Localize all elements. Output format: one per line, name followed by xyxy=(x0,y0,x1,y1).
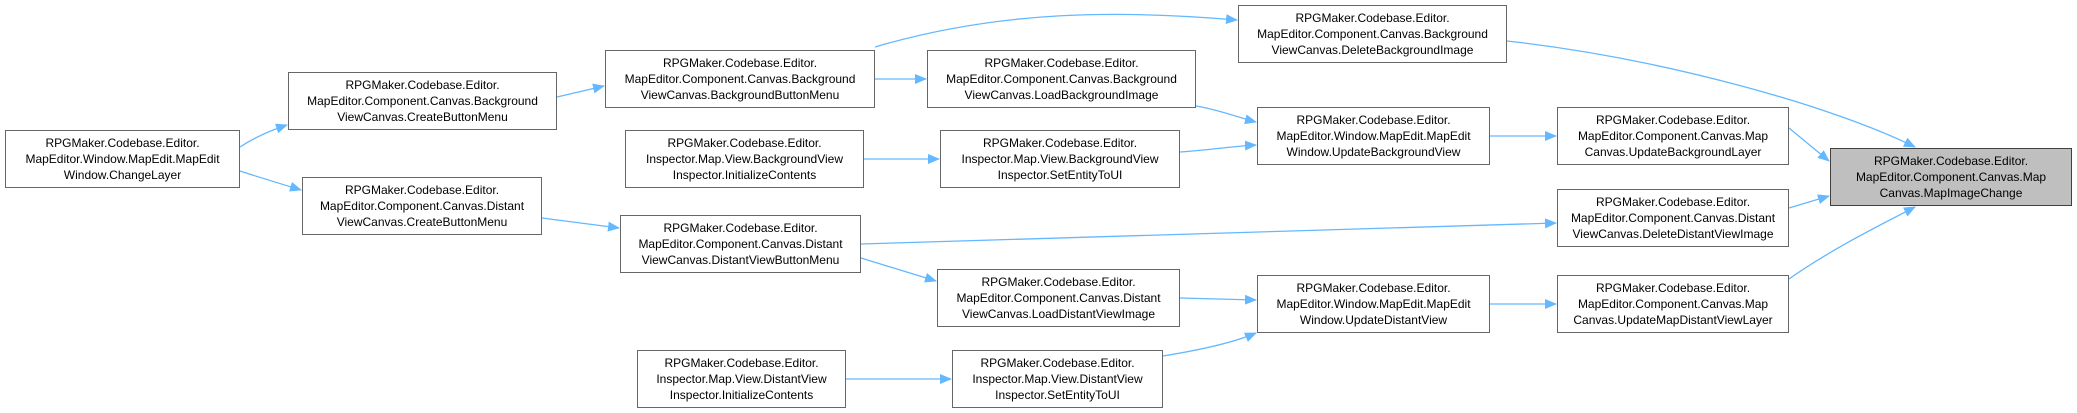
node-backgroundviewinspector-setentitytoui[interactable]: RPGMaker.Codebase.Editor. Inspector.Map.… xyxy=(940,130,1180,188)
node-line: Canvas.UpdateMapDistantViewLayer xyxy=(1573,313,1773,327)
node-line: RPGMaker.Codebase.Editor. xyxy=(1595,195,1751,209)
node-mapcanvas-mapimagechange[interactable]: RPGMaker.Codebase.Editor. MapEditor.Comp… xyxy=(1830,148,2072,206)
node-line: RPGMaker.Codebase.Editor. xyxy=(1595,113,1751,127)
node-line: Inspector.InitializeContents xyxy=(669,388,814,402)
node-line: RPGMaker.Codebase.Editor. xyxy=(982,136,1138,150)
node-distantviewcanvas-distantviewbuttonmenu[interactable]: RPGMaker.Codebase.Editor. MapEditor.Comp… xyxy=(620,215,861,273)
node-backgroundviewcanvas-createbuttonmenu[interactable]: RPGMaker.Codebase.Editor. MapEditor.Comp… xyxy=(288,72,557,130)
node-line: RPGMaker.Codebase.Editor. xyxy=(45,136,200,150)
node-line: MapEditor.Window.MapEdit.MapEdit xyxy=(1276,129,1471,143)
node-line: ViewCanvas.BackgroundButtonMenu xyxy=(640,88,840,102)
call-edge-arrow xyxy=(860,218,1557,245)
node-line: MapEditor.Component.Canvas.Distant xyxy=(956,291,1161,305)
node-line: Canvas.UpdateBackgroundLayer xyxy=(1584,145,1762,159)
node-line: ViewCanvas.CreateButtonMenu xyxy=(337,110,508,124)
node-backgroundviewcanvas-deletebackgroundimage[interactable]: RPGMaker.Codebase.Editor. MapEditor.Comp… xyxy=(1238,5,1507,63)
node-backgroundviewcanvas-backgroundbuttonmenu[interactable]: RPGMaker.Codebase.Editor. MapEditor.Comp… xyxy=(605,50,875,108)
node-line: RPGMaker.Codebase.Editor. xyxy=(1873,154,2029,168)
node-line: MapEditor.Component.Canvas.Background xyxy=(1257,27,1488,41)
node-line: MapEditor.Component.Canvas.Distant xyxy=(319,199,525,213)
node-line: Inspector.Map.View.BackgroundView xyxy=(645,152,843,166)
call-edge-arrow xyxy=(541,217,620,232)
node-line: RPGMaker.Codebase.Editor. xyxy=(344,183,500,197)
node-line: MapEditor.Component.Canvas.Map xyxy=(1577,297,1769,311)
node-line: MapEditor.Component.Canvas.Background xyxy=(624,72,856,86)
call-edge-arrow xyxy=(239,123,288,148)
node-line: Window.UpdateDistantView xyxy=(1299,313,1448,327)
call-edge-arrow xyxy=(239,170,302,192)
node-mapeditwindow-updatebackgroundview[interactable]: RPGMaker.Codebase.Editor. MapEditor.Wind… xyxy=(1257,107,1490,165)
call-edge-arrow xyxy=(1506,40,1916,148)
node-line: Inspector.InitializeContents xyxy=(672,168,817,182)
node-line: MapEditor.Component.Canvas.Background xyxy=(946,72,1177,86)
call-edge-arrow xyxy=(1162,332,1257,357)
node-line: RPGMaker.Codebase.Editor. xyxy=(980,356,1135,370)
call-edge-arrow xyxy=(1195,105,1257,125)
node-line: Inspector.Map.View.DistantView xyxy=(972,372,1143,386)
node-line: RPGMaker.Codebase.Editor. xyxy=(345,78,500,92)
node-distantviewcanvas-deletedistantviewimage[interactable]: RPGMaker.Codebase.Editor. MapEditor.Comp… xyxy=(1557,189,1789,247)
node-line: Window.ChangeLayer xyxy=(63,168,182,182)
node-line: Inspector.Map.View.BackgroundView xyxy=(961,152,1159,166)
node-line: MapEditor.Component.Canvas.Distant xyxy=(1570,211,1776,225)
node-mapcanvas-updatebackgroundlayer[interactable]: RPGMaker.Codebase.Editor. MapEditor.Comp… xyxy=(1557,107,1789,165)
node-line: ViewCanvas.DistantViewButtonMenu xyxy=(641,253,840,267)
node-distantviewinspector-setentitytoui[interactable]: RPGMaker.Codebase.Editor. Inspector.Map.… xyxy=(952,350,1163,408)
node-mapcanvas-updatemapdistantviewlayer[interactable]: RPGMaker.Codebase.Editor. MapEditor.Comp… xyxy=(1557,275,1789,333)
node-backgroundviewcanvas-loadbackgroundimage[interactable]: RPGMaker.Codebase.Editor. MapEditor.Comp… xyxy=(927,50,1196,108)
node-line: MapEditor.Component.Canvas.Map xyxy=(1577,129,1769,143)
node-line: RPGMaker.Codebase.Editor. xyxy=(662,56,818,70)
node-distantviewcanvas-createbuttonmenu[interactable]: RPGMaker.Codebase.Editor. MapEditor.Comp… xyxy=(302,177,542,235)
node-line: Canvas.MapImageChange xyxy=(1879,186,2023,200)
node-line: Inspector.SetEntityToUI xyxy=(995,388,1120,402)
node-line: RPGMaker.Codebase.Editor. xyxy=(663,221,818,235)
call-edge-arrow xyxy=(1788,194,1830,209)
node-line: ViewCanvas.DeleteDistantViewImage xyxy=(1572,227,1774,241)
node-line: Inspector.Map.View.DistantView xyxy=(656,372,827,386)
node-line: RPGMaker.Codebase.Editor. xyxy=(984,56,1139,70)
call-edge-arrow xyxy=(874,13,1238,48)
node-line: MapEditor.Window.MapEdit.MapEdit xyxy=(1276,297,1471,311)
node-line: RPGMaker.Codebase.Editor. xyxy=(667,136,822,150)
node-line: MapEditor.Window.MapEdit.MapEdit xyxy=(25,152,220,166)
call-edge-arrow xyxy=(556,83,605,98)
node-line: Window.UpdateBackgroundView xyxy=(1286,145,1461,159)
call-edge-arrow xyxy=(1788,127,1830,162)
node-line: RPGMaker.Codebase.Editor. xyxy=(664,356,819,370)
node-line: RPGMaker.Codebase.Editor. xyxy=(1595,281,1751,295)
node-distantviewinspector-initializecontents[interactable]: RPGMaker.Codebase.Editor. Inspector.Map.… xyxy=(637,350,846,408)
node-line: ViewCanvas.LoadBackgroundImage xyxy=(964,88,1159,102)
node-mapeditwindow-updatedistantview[interactable]: RPGMaker.Codebase.Editor. MapEditor.Wind… xyxy=(1257,275,1490,333)
node-line: ViewCanvas.LoadDistantViewImage xyxy=(961,307,1155,321)
node-distantviewcanvas-loaddistantviewimage[interactable]: RPGMaker.Codebase.Editor. MapEditor.Comp… xyxy=(937,269,1180,327)
node-mapeditwindow-changelayer[interactable]: RPGMaker.Codebase.Editor. MapEditor.Wind… xyxy=(5,130,240,188)
call-edge-arrow xyxy=(860,257,937,283)
node-backgroundviewinspector-initializecontents[interactable]: RPGMaker.Codebase.Editor. Inspector.Map.… xyxy=(625,130,864,188)
call-edge-arrow xyxy=(1179,140,1257,153)
node-line: ViewCanvas.DeleteBackgroundImage xyxy=(1271,43,1474,57)
node-line: RPGMaker.Codebase.Editor. xyxy=(981,275,1136,289)
node-line: MapEditor.Component.Canvas.Distant xyxy=(638,237,843,251)
node-line: RPGMaker.Codebase.Editor. xyxy=(1295,11,1450,25)
call-edge-arrow xyxy=(1788,206,1916,280)
node-line: MapEditor.Component.Canvas.Background xyxy=(307,94,538,108)
node-line: RPGMaker.Codebase.Editor. xyxy=(1296,281,1451,295)
node-line: RPGMaker.Codebase.Editor. xyxy=(1296,113,1451,127)
node-line: Inspector.SetEntityToUI xyxy=(997,168,1123,182)
node-line: ViewCanvas.CreateButtonMenu xyxy=(336,215,508,229)
node-line: MapEditor.Component.Canvas.Map xyxy=(1855,170,2047,184)
call-edge-arrow xyxy=(1179,294,1257,305)
